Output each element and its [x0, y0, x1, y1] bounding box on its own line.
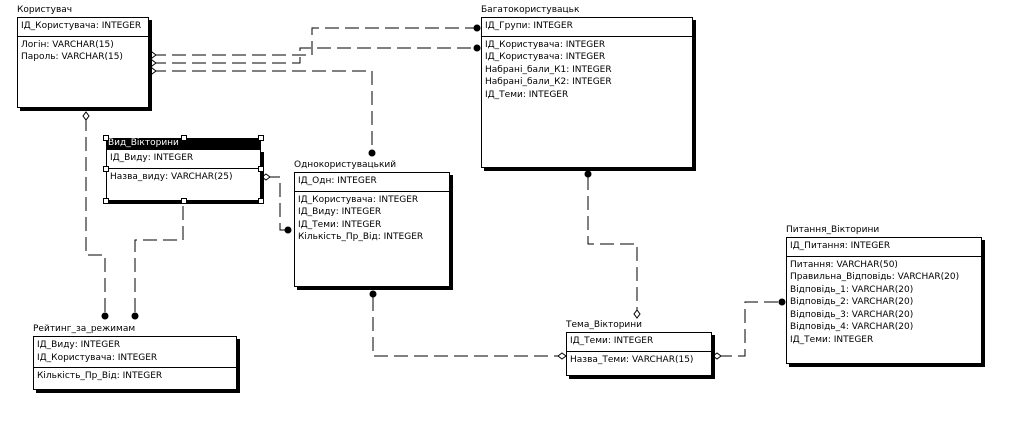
entity-keys: ІД_Користувача: INTEGER [18, 18, 148, 37]
entity-attr-row: ІД_Теми: INTEGER [790, 334, 874, 345]
cardinality-diamond [261, 173, 271, 181]
cardinality-dot [101, 312, 109, 320]
cardinality-dot [473, 44, 481, 52]
rel-korystuvach-bagato-1 [152, 27, 476, 56]
entity-odnokorystuvatskyi[interactable]: Однокористувацький ІД_Одн: INTEGER ІД_Ко… [294, 160, 450, 287]
entity-keys: ІД_Одн: INTEGER [295, 173, 449, 192]
resize-handle[interactable] [258, 166, 264, 172]
entity-box: ІД_Виду: INTEGER Назва_виду: VARCHAR(25) [106, 149, 261, 201]
entity-tema-viktoryny[interactable]: Тема_Вікторини ІД_Теми: INTEGER Назва_Те… [566, 320, 712, 376]
entity-title: Тема_Вікторини [566, 320, 642, 330]
cardinality-dot [584, 170, 592, 178]
entity-attr-row: Кількість_Пр_Від: INTEGER [37, 371, 163, 381]
entity-box: ІД_Питання: INTEGER Питання: VARCHAR(50)… [786, 237, 982, 364]
entity-box: ІД_Групи: INTEGER ІД_Користувача: INTEGE… [481, 17, 693, 168]
cardinality-diamond [712, 352, 722, 360]
cardinality-diamond [147, 59, 157, 67]
entity-key-row: ІД_Виду: INTEGER [37, 340, 121, 350]
cardinality-diamond [82, 111, 90, 121]
cardinality-dot [368, 149, 376, 157]
rel-vyd-reityng [134, 206, 184, 313]
entity-attr-row: Відповідь_1: VARCHAR(20) [790, 284, 914, 295]
cardinality-dot [284, 226, 292, 234]
entity-attr-row: ІД_Користувача: INTEGER [485, 52, 606, 62]
entity-attr-row: Кількість_Пр_Від: INTEGER [298, 232, 424, 242]
resize-handle[interactable] [103, 198, 109, 204]
entity-attrs: Назва_виду: VARCHAR(25) [107, 169, 260, 186]
entity-attr-row: Питання: VARCHAR(50) [790, 259, 898, 270]
cardinality-dot [369, 290, 377, 298]
entity-attr-row: Назва_Теми: VARCHAR(15) [570, 354, 694, 365]
entity-attr-row: Відповідь_3: VARCHAR(20) [790, 309, 914, 320]
entity-attr-row: Пароль: VARCHAR(15) [21, 52, 123, 62]
entity-attr-row: Правильна_Відповідь: VARCHAR(20) [790, 272, 960, 282]
resize-handle[interactable] [181, 135, 187, 141]
entity-title: Багатокористувацьк [481, 5, 580, 15]
rel-tema-pytannia [718, 301, 781, 357]
entity-attr-row: Назва_виду: VARCHAR(25) [110, 171, 233, 182]
entity-keys: ІД_Виду: INTEGER [107, 150, 260, 169]
resize-handle[interactable] [103, 166, 109, 172]
resize-handle[interactable] [181, 198, 187, 204]
entity-attr-row: ІД_Теми: INTEGER [485, 89, 569, 100]
entity-attr-row: ІД_Виду: INTEGER [298, 207, 382, 217]
rel-odno-tema [372, 297, 558, 357]
entity-key-row: ІД_Групи: INTEGER [485, 21, 573, 31]
entity-attr-row: ІД_Теми: INTEGER [298, 219, 382, 230]
rel-tema-bagato [587, 176, 638, 311]
entity-keys: ІД_Теми: INTEGER [567, 333, 711, 352]
rel-vyd-odno [266, 176, 290, 231]
entity-attr-row: Відповідь_4: VARCHAR(20) [790, 322, 914, 332]
rel-korystuvach-odno [152, 70, 373, 150]
entity-keys: ІД_Питання: INTEGER [787, 238, 981, 257]
entity-attr-row: ІД_Користувача: INTEGER [485, 39, 606, 50]
rel-korystuvach-bagato-2 [152, 47, 476, 64]
entity-title: Питання_Вікторини [786, 225, 880, 235]
entity-key-row: ІД_Користувача: INTEGER [21, 21, 142, 31]
entity-attrs: ІД_Користувача: INTEGER ІД_Виду: INTEGER… [295, 192, 449, 246]
entity-title: Однокористувацький [294, 160, 397, 170]
entity-attr-row: Набрані_бали_К1: INTEGER [485, 64, 612, 75]
entity-title: Рейтинг_за_режимам [33, 324, 136, 334]
cardinality-diamond [147, 67, 157, 75]
entity-attrs: Питання: VARCHAR(50) Правильна_Відповідь… [787, 257, 981, 349]
entity-box: ІД_Користувача: INTEGER Логін: VARCHAR(1… [17, 17, 149, 108]
entity-attr-row: ІД_Користувача: INTEGER [298, 194, 419, 205]
entity-bagatokorystuvatsk[interactable]: Багатокористувацьк ІД_Групи: INTEGER ІД_… [481, 5, 693, 168]
resize-handle[interactable] [103, 135, 109, 141]
entity-box: ІД_Одн: INTEGER ІД_Користувача: INTEGER … [294, 172, 450, 287]
entity-vyd-viktoryny[interactable]: Вид_Вікторини ІД_Виду: INTEGER Назва_вид… [103, 135, 264, 204]
cardinality-diamond [633, 309, 641, 319]
entity-title: Користувач [17, 5, 73, 15]
entity-attrs: Кількість_Пр_Від: INTEGER [34, 368, 236, 385]
entity-attrs: Логін: VARCHAR(15) Пароль: VARCHAR(15) [18, 37, 148, 66]
entity-box: ІД_Теми: INTEGER Назва_Теми: VARCHAR(15) [566, 332, 712, 376]
entity-keys: ІД_Групи: INTEGER [482, 18, 692, 37]
cardinality-dot [473, 24, 481, 32]
entity-attr-row: Набрані_бали_К2: INTEGER [485, 77, 612, 87]
entity-reityng-za-rezhymam[interactable]: Рейтинг_за_режимам ІД_Виду: INTEGER ІД_К… [33, 324, 237, 390]
entity-attr-row: Логін: VARCHAR(15) [21, 39, 114, 50]
entity-attrs: Назва_Теми: VARCHAR(15) [567, 352, 711, 369]
cardinality-diamond [147, 51, 157, 59]
rel-korystuvach-reityng [85, 117, 106, 313]
entity-key-row: ІД_Питання: INTEGER [790, 241, 891, 251]
resize-handle[interactable] [258, 198, 264, 204]
entity-key-row: ІД_Виду: INTEGER [110, 153, 194, 163]
entity-attr-row: Відповідь_2: VARCHAR(20) [790, 297, 914, 307]
entity-key-row: ІД_Користувача: INTEGER [37, 352, 158, 363]
entity-attrs: ІД_Користувача: INTEGER ІД_Користувача: … [482, 37, 692, 104]
cardinality-diamond [557, 352, 567, 360]
cardinality-dot [778, 298, 786, 306]
resize-handle[interactable] [258, 135, 264, 141]
entity-box: ІД_Виду: INTEGER ІД_Користувача: INTEGER… [33, 336, 237, 390]
entity-key-row: ІД_Одн: INTEGER [298, 176, 377, 186]
cardinality-dot [131, 312, 139, 320]
entity-korystuvach[interactable]: Користувач ІД_Користувача: INTEGER Логін… [17, 5, 149, 108]
entity-title: Вид_Вікторини [106, 138, 261, 149]
entity-keys: ІД_Виду: INTEGER ІД_Користувача: INTEGER [34, 337, 236, 368]
entity-pytannia-viktoryny[interactable]: Питання_Вікторини ІД_Питання: INTEGER Пи… [786, 225, 982, 364]
entity-key-row: ІД_Теми: INTEGER [570, 336, 654, 346]
